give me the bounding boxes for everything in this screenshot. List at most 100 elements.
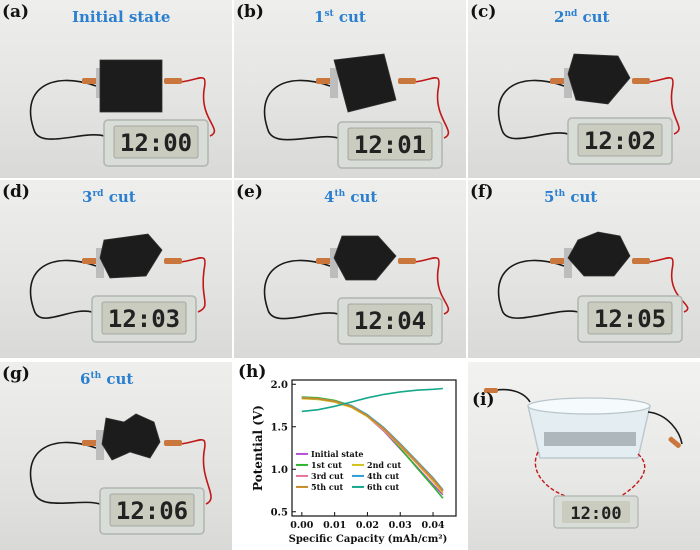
legend-entry: Initial state	[311, 449, 364, 459]
black-wire	[647, 411, 683, 445]
black-wire	[29, 79, 105, 140]
copper-clip-left	[82, 258, 100, 264]
lcd-clock: 12:05	[577, 295, 683, 343]
plot-frame	[291, 379, 457, 517]
black-wire	[263, 79, 339, 141]
black-wire	[29, 259, 97, 319]
clock-time: 12:00	[570, 504, 621, 524]
clock-screen	[577, 123, 663, 157]
textile-battery	[101, 413, 161, 461]
photo-panel-a: 12:00 (a) Initial state	[0, 0, 232, 178]
red-wire	[617, 453, 646, 499]
panel-title: Initial state	[72, 8, 171, 26]
panel-title: 3rd cut	[82, 188, 136, 206]
panel-label: (e)	[236, 182, 263, 202]
panel-label: (c)	[470, 2, 497, 22]
clock-screen	[562, 501, 630, 523]
x-tick-label: 0.04	[421, 520, 445, 531]
x-tick-label: 0.02	[356, 520, 379, 531]
red-wire	[647, 76, 680, 135]
battery-body	[567, 231, 631, 277]
panel-title: 2nd cut	[554, 8, 610, 26]
battery-body	[333, 53, 397, 113]
battery-body	[333, 235, 397, 281]
textile-battery	[567, 53, 631, 105]
panel-label: (h)	[238, 362, 267, 382]
y-tick-label: 2.0	[271, 380, 288, 391]
submerged-battery	[544, 432, 636, 446]
panel-title: 5th cut	[544, 188, 598, 206]
photo-panel-b: 12:01 (b) 1st cut	[234, 0, 466, 178]
legend-entry: 2nd cut	[367, 460, 401, 470]
foil-tab	[96, 430, 104, 460]
copper-clip-left	[550, 258, 568, 264]
photo-panel-c: 12:02 (c) 2nd cut	[468, 0, 700, 178]
foil-tab	[96, 248, 104, 278]
y-tick-label: 0.5	[271, 507, 288, 518]
clock-screen	[101, 301, 187, 335]
panel-title: 4th cut	[324, 188, 378, 206]
textile-battery	[333, 53, 397, 113]
textile-battery	[333, 235, 397, 281]
device-scene: 12:00	[29, 59, 216, 167]
legend-entry: 6th cut	[367, 482, 400, 492]
red-wire	[647, 256, 689, 313]
copper-clip-right	[164, 258, 182, 264]
panel-title: 6th cut	[80, 370, 134, 388]
copper-clip-left	[550, 78, 568, 84]
panel-label: (a)	[2, 2, 30, 22]
lcd-clock: 12:03	[91, 295, 197, 343]
y-tick-label: 1.0	[271, 465, 288, 476]
copper-clip-left	[484, 388, 498, 393]
photo-panel-g: 12:06 (g) 6th cut	[0, 362, 232, 550]
photo-panel-e: 12:04 (e) 4th cut	[234, 180, 466, 358]
device-scene: 12:05	[497, 231, 689, 343]
lcd-clock: 12:06	[99, 487, 205, 535]
panel-title: 1st cut	[314, 8, 366, 26]
foil-tab	[564, 68, 572, 98]
battery-body	[567, 53, 631, 105]
clock-time: 12:06	[116, 497, 188, 525]
x-tick-label: 0.01	[323, 520, 346, 531]
panel-label: (d)	[2, 182, 30, 202]
device-scene: 12:04	[263, 235, 450, 345]
black-wire	[497, 79, 569, 140]
device-scene: 12:01	[263, 53, 450, 169]
red-wire	[413, 256, 450, 315]
foil-tab	[564, 248, 572, 278]
panel-label: (i)	[472, 390, 495, 410]
textile-battery	[99, 59, 163, 113]
copper-clip-right	[398, 78, 416, 84]
lcd-clock: 12:02	[567, 117, 673, 165]
panel-label: (g)	[2, 364, 30, 384]
legend-entry: 4th cut	[367, 471, 400, 481]
clock-screen	[113, 125, 199, 159]
red-wire	[179, 256, 206, 313]
black-wire	[497, 259, 579, 319]
water-scene: 12:00	[484, 388, 683, 529]
device-scene: 12:06	[29, 413, 212, 535]
photo-panel-f: 12:05 (f) 5th cut	[468, 180, 700, 358]
copper-clip-right	[164, 78, 182, 84]
device-scene: 12:02	[497, 53, 680, 165]
panel-label: (b)	[236, 2, 264, 22]
container-rim	[527, 397, 651, 415]
legend-entry: 1st cut	[311, 460, 342, 470]
copper-clip-left	[82, 78, 100, 84]
legend-entry: 5th cut	[311, 482, 344, 492]
copper-clip-right	[668, 436, 681, 448]
lcd-clock: 12:04	[337, 297, 443, 345]
copper-clip-right	[398, 258, 416, 264]
lcd-clock: 12:00	[553, 495, 639, 529]
copper-clip-right	[164, 440, 182, 446]
x-axis-label: Specific Capacity (mAh/cm²)	[289, 534, 448, 545]
series-line	[301, 397, 444, 492]
clock-time: 12:04	[354, 307, 426, 335]
clock-screen	[587, 301, 673, 335]
red-wire	[413, 76, 450, 139]
textile-battery	[567, 231, 631, 277]
x-tick-label: 0.03	[389, 520, 412, 531]
photo-panel-i: 12:00 (i)	[468, 362, 700, 550]
